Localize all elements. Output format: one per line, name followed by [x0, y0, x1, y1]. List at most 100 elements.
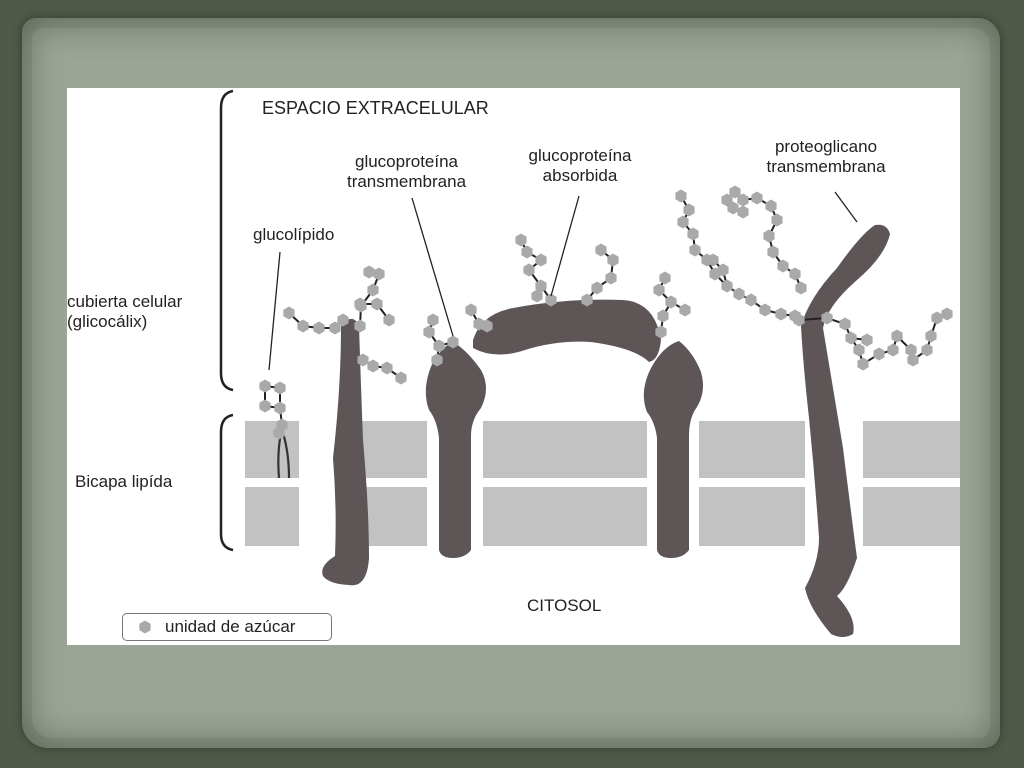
label-extracellular: ESPACIO EXTRACELULAR [262, 98, 489, 118]
sugar-unit [765, 199, 777, 213]
leader-glycoprotein-tm [411, 197, 454, 337]
sugar-unit [481, 319, 493, 333]
sugar-unit [921, 343, 933, 357]
sugar-unit [887, 343, 899, 357]
label-cytosol: CITOSOL [527, 596, 602, 615]
sugar-unit [535, 279, 547, 293]
label-cell-coat: cubierta celular (glicocálix) [67, 292, 182, 332]
sugar-unit [733, 287, 745, 301]
label-proteoglycan-tm-line1: proteoglicano [774, 137, 878, 156]
sugar-unit [839, 317, 851, 331]
glycoprotein-transmembrane-right [643, 341, 703, 558]
sugar-unit [447, 335, 459, 349]
sugar-unit [873, 347, 885, 361]
glycoprotein-transmembrane [425, 342, 486, 558]
label-glycoprotein-abs-line2: absorbida [542, 166, 618, 185]
sugar-unit [655, 325, 667, 339]
sugar-unit [891, 329, 903, 343]
sugar-unit [521, 245, 533, 259]
sugar-unit [793, 313, 805, 327]
sugar-unit [679, 303, 691, 317]
proteins [322, 224, 890, 637]
leader-glycoprotein-abs [550, 195, 580, 297]
sugar-unit [431, 353, 443, 367]
adsorbed-glycoprotein [473, 299, 661, 362]
sugar-unit [905, 343, 917, 357]
sugar-unit [789, 267, 801, 281]
label-glycoprotein-tm-line2: transmembrana [346, 172, 467, 191]
leader-glycolipid [268, 251, 281, 371]
sugar-unit [821, 311, 833, 325]
label-glycolipid: glucolípido [253, 225, 335, 244]
sugar-unit [925, 329, 937, 343]
sugar-unit [727, 201, 739, 215]
sugar-unit [357, 353, 369, 367]
sugar-unit [941, 307, 953, 321]
sugar-unit [687, 227, 699, 241]
sugar-unit [795, 281, 807, 295]
sugar-unit [329, 321, 341, 335]
sugar-unit [751, 191, 763, 205]
label-cell-coat-line1: cubierta celular [67, 292, 183, 311]
sugar-unit [383, 313, 395, 327]
label-lipid-bilayer: Bicapa lipída [75, 472, 173, 491]
sugar-unit [545, 293, 557, 307]
sugar-unit [857, 357, 869, 371]
sugar-unit [381, 361, 393, 375]
sugar-unit [721, 193, 733, 207]
sugar-unit [354, 319, 366, 333]
sugar-unit [605, 271, 617, 285]
bilayer-gap [245, 478, 960, 487]
sugar-unit [721, 279, 733, 293]
sugar-unit [259, 399, 271, 413]
sugar-unit [737, 193, 749, 207]
sugar-unit [689, 243, 701, 257]
sugar-unit [767, 245, 779, 259]
sugar-unit [737, 205, 749, 219]
bilayer-bracket [219, 413, 234, 552]
sugar-unit [427, 313, 439, 327]
label-glycoprotein-tm-line1: glucoproteína [354, 152, 459, 171]
sugar-unit [665, 295, 677, 309]
sugar-unit [515, 233, 527, 247]
sugar-unit [607, 253, 619, 267]
label-glycoprotein-transmembrane: glucoproteína transmembrana [329, 152, 484, 192]
sugar-unit [659, 271, 671, 285]
legend-box: unidad de azúcar [122, 613, 332, 641]
sugar-unit [657, 309, 669, 323]
sugar-unit [465, 303, 477, 317]
sugar-unit [363, 265, 375, 279]
glycocalyx-diagram: ESPACIO EXTRACELULAR glucoproteína trans… [67, 88, 960, 645]
sugar-unit [371, 297, 383, 311]
transmembrane-protein-single [322, 318, 369, 586]
label-proteoglycan-tm-line2: transmembrana [766, 157, 886, 176]
cell-coat-bracket [219, 89, 234, 392]
sugar-unit [297, 319, 309, 333]
sugar-unit [591, 281, 603, 295]
leader-lines [268, 191, 858, 371]
sugar-unit [677, 215, 689, 229]
leader-proteoglycan [834, 191, 858, 223]
sugar-unit [395, 371, 407, 385]
sugar-unit [653, 283, 665, 297]
sugar-unit [531, 289, 543, 303]
sugar-unit [373, 267, 385, 281]
sugar-unit [763, 229, 775, 243]
sugar-unit [274, 401, 286, 415]
sugar-unit [717, 263, 729, 277]
sugar-unit [729, 185, 741, 199]
sugar-unit [745, 293, 757, 307]
sugar-unit [675, 189, 687, 203]
sugar-unit [771, 213, 783, 227]
diagram-canvas [219, 89, 960, 637]
sugar-unit [523, 263, 535, 277]
label-proteoglycan-transmembrane: proteoglicano transmembrana [751, 137, 901, 177]
sugar-unit [337, 313, 349, 327]
sugar-unit [683, 203, 695, 217]
label-glycoprotein-absorbed: glucoproteína absorbida [505, 146, 655, 186]
sugar-unit [853, 343, 865, 357]
sugar-unit [283, 306, 295, 320]
sugar-unit [313, 321, 325, 335]
sugar-unit [931, 311, 943, 325]
sugar-unit [759, 303, 771, 317]
